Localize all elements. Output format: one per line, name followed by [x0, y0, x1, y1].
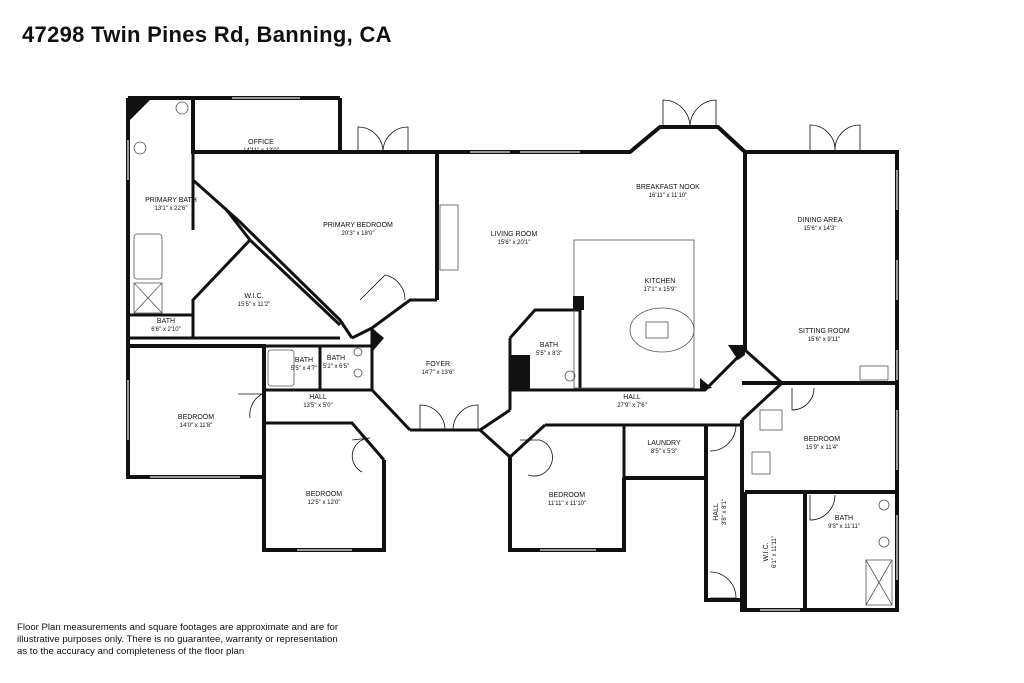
room-dining-area-name: DINING AREA — [797, 217, 842, 224]
disclaimer-line-3: as to the accuracy and completeness of t… — [17, 646, 245, 657]
room-primary-bath-dims: 13'1" x 22'6" — [155, 206, 188, 212]
room-wic-primary-dims: 15'5" x 11'2" — [238, 302, 270, 308]
exterior-walls — [126, 96, 899, 612]
room-bath-center-name: BATH — [540, 342, 558, 349]
room-wic-east-name: W.I.C. — [763, 542, 770, 561]
room-sitting-room-name: SITTING ROOM — [798, 328, 850, 335]
room-hall-vertical-dims: 3'8" x 8'1" — [722, 499, 728, 525]
room-primary-bedroom-name: PRIMARY BEDROOM — [323, 222, 393, 229]
disclaimer-line-2: illustrative purposes only. There is no … — [17, 634, 338, 645]
room-office-dims: 14'11" x 13'0" — [243, 148, 279, 154]
room-bedroom-sw-dims: 12'5" x 12'0" — [308, 500, 341, 506]
room-living-room-name: LIVING ROOM — [491, 231, 538, 238]
room-foyer-name: FOYER — [426, 361, 450, 368]
windows — [127, 97, 898, 611]
room-breakfast-nook-name: BREAKFAST NOOK — [636, 184, 700, 191]
room-bath-small-name: BATH — [157, 318, 175, 325]
room-bath-east-dims: 9'3" x 11'11" — [828, 524, 860, 530]
fireplaces — [128, 98, 745, 390]
room-sitting-room-dims: 15'6" x 9'11" — [808, 337, 840, 343]
room-hall-main-name: HALL — [623, 394, 641, 401]
room-bath-center-dims: 5'5" x 8'3" — [536, 351, 562, 357]
doors — [238, 99, 861, 599]
disclaimer-line-1: Floor Plan measurements and square foota… — [17, 622, 339, 633]
room-bath-east-name: BATH — [835, 515, 853, 522]
room-living-room-dims: 15'6" x 20'1" — [498, 240, 531, 246]
room-bath-hall2-name: BATH — [327, 355, 345, 362]
room-wic-east-dims: 6'1" x 11'11" — [772, 536, 778, 568]
room-primary-bath-name: PRIMARY BATH — [145, 197, 197, 204]
room-bedroom-center-name: BEDROOM — [549, 492, 585, 499]
room-laundry-dims: 8'5" x 5'3" — [651, 449, 677, 455]
interior-walls — [128, 152, 784, 478]
room-bedroom-sw-name: BEDROOM — [306, 491, 342, 498]
room-laundry-name: LAUNDRY — [647, 440, 681, 447]
room-dining-area-dims: 15'6" x 14'3" — [804, 226, 837, 232]
room-foyer-dims: 14'7" x 13'6" — [422, 370, 455, 376]
room-bath-small-dims: 6'6" x 2'10" — [151, 327, 181, 333]
room-hall-left-dims: 13'5" x 5'0" — [303, 403, 333, 409]
disclaimer: Floor Plan measurements and square foota… — [17, 622, 357, 658]
room-wic-primary-name: W.I.C. — [244, 293, 263, 300]
room-bath-hall1-dims: 5'5" x 4'7" — [291, 366, 317, 372]
fixtures — [133, 101, 893, 606]
room-kitchen-name: KITCHEN — [645, 278, 676, 285]
room-bedroom-east-name: BEDROOM — [804, 436, 840, 443]
room-bedroom-left-name: BEDROOM — [178, 414, 214, 421]
room-breakfast-nook-dims: 16'11" x 11'10" — [649, 193, 688, 199]
room-bedroom-center-dims: 11'11" x 11'10" — [548, 501, 586, 507]
room-hall-left-name: HALL — [309, 394, 327, 401]
room-office-name: OFFICE — [248, 139, 274, 146]
room-bedroom-east-dims: 15'9" x 11'4" — [806, 445, 838, 451]
room-kitchen-dims: 17'1" x 15'9" — [644, 287, 677, 293]
room-bedroom-left-dims: 14'0" x 11'8" — [180, 423, 212, 429]
room-labels: OFFICE 14'11" x 13'0" PRIMARY BATH 13'1"… — [145, 139, 860, 568]
room-bath-hall2-dims: 5'2" x 6'5" — [323, 364, 349, 370]
room-hall-vertical-name: HALL — [713, 503, 720, 521]
room-bath-hall1-name: BATH — [295, 357, 313, 364]
room-hall-main-dims: 27'9" x 7'6" — [617, 403, 647, 409]
room-primary-bedroom-dims: 20'3" x 18'0" — [342, 231, 375, 237]
page-title: 47298 Twin Pines Rd, Banning, CA — [22, 22, 392, 47]
